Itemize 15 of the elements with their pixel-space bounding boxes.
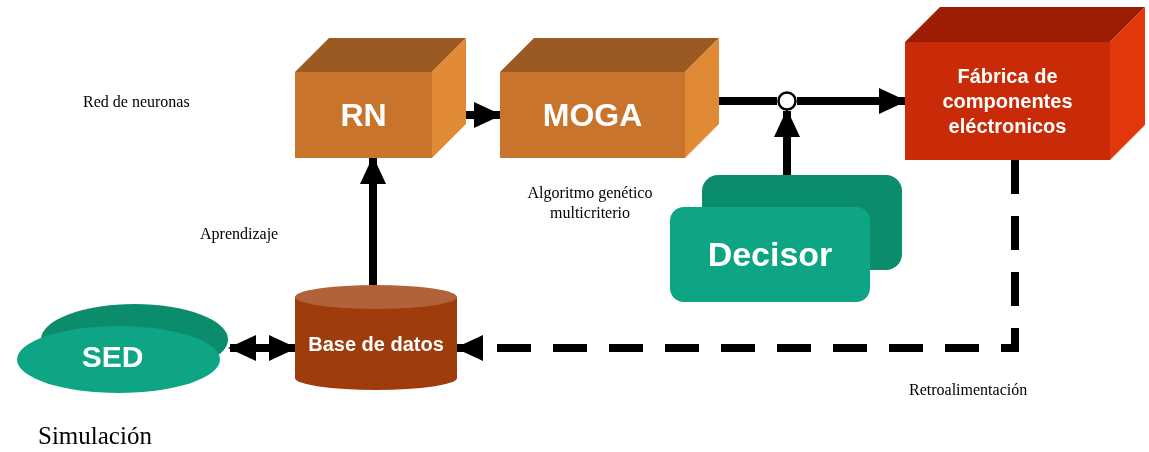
note-text: Algoritmo genético multicriterio	[526, 183, 654, 223]
box-label: Fábrica de componentes eléctronicos	[941, 63, 1074, 139]
box-label: MOGA	[541, 96, 644, 135]
arrow	[228, 335, 297, 361]
note-text: Aprendizaje	[200, 224, 280, 244]
box-label: Base de datos	[307, 332, 445, 357]
arrow	[774, 109, 800, 175]
box-label: SED	[80, 338, 145, 375]
note-text: Red de neuronas	[83, 92, 191, 112]
caption-text: Simulación	[38, 421, 153, 451]
box-label: Decisor	[706, 234, 834, 276]
box-label: RN	[339, 96, 388, 135]
arrow	[466, 102, 502, 128]
arrow	[797, 88, 907, 114]
arrow	[360, 156, 386, 285]
